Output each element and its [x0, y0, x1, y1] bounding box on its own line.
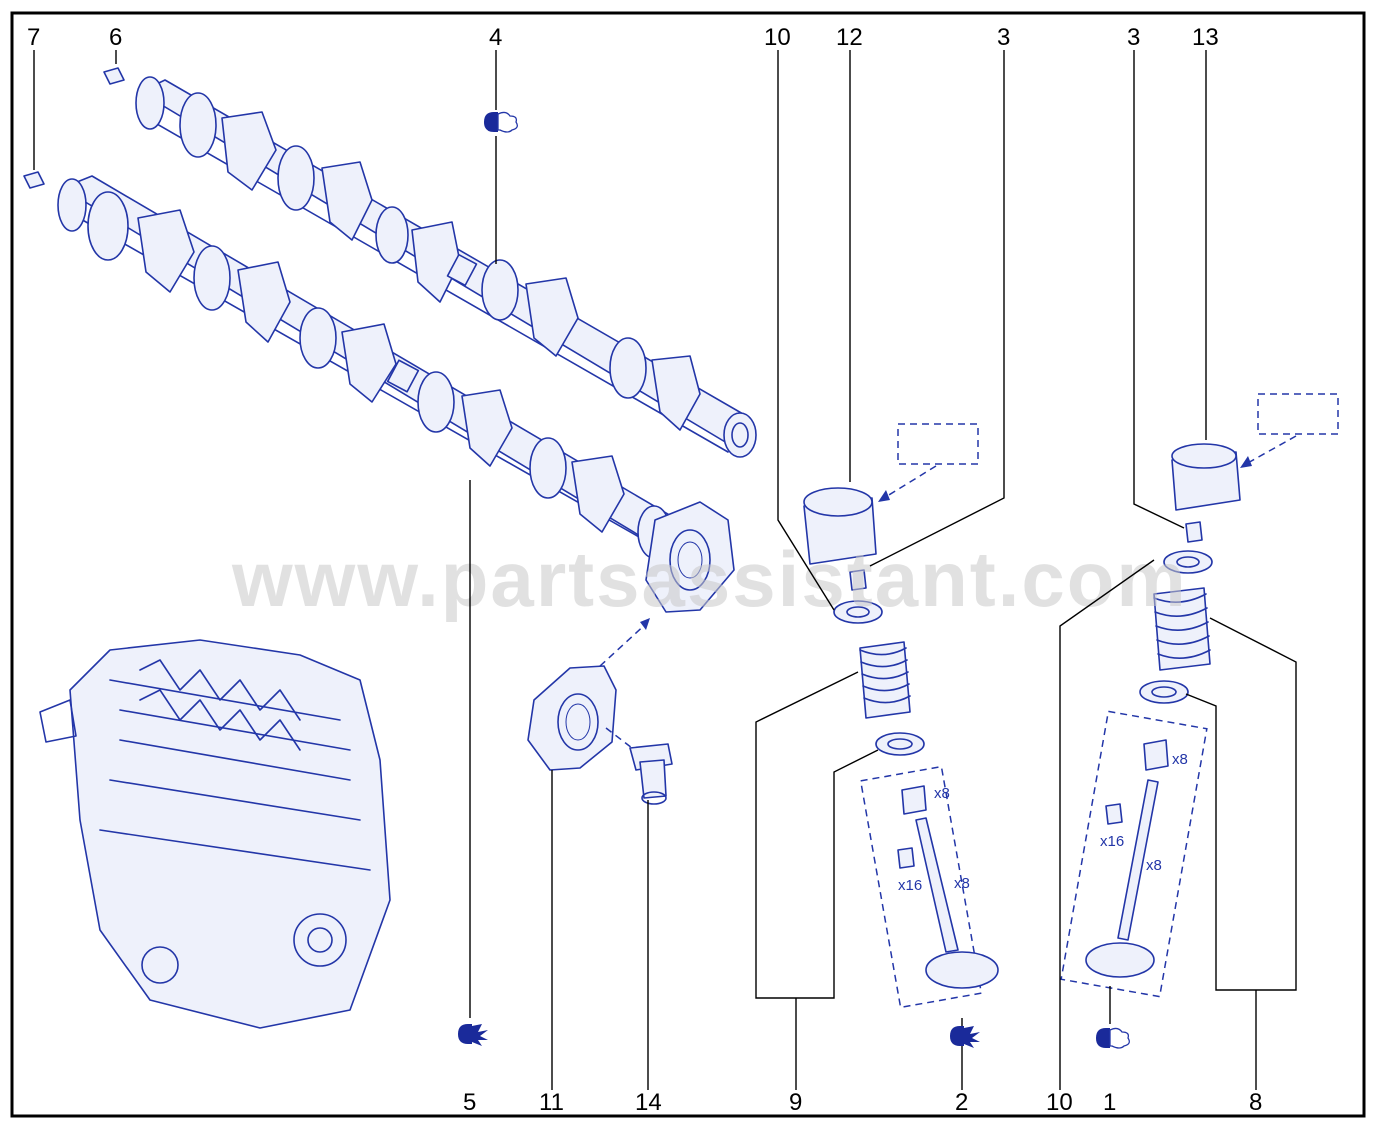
callout-11[interactable]: 11	[539, 1089, 564, 1116]
qty-right-seal: x8	[1172, 751, 1188, 768]
qty-right-valve: x8	[1146, 857, 1162, 874]
bucket-tappet-right[interactable]	[1171, 443, 1241, 511]
spring-seat-right[interactable]	[1139, 680, 1189, 704]
bucket-tappet-left[interactable]	[803, 487, 877, 565]
camshaft-target-wheel-upper[interactable]	[645, 501, 735, 613]
upper-camshaft[interactable]	[135, 76, 757, 458]
valve-keeper-left[interactable]	[897, 847, 915, 869]
callout-12[interactable]: 12	[836, 24, 863, 51]
callout-4[interactable]: 4	[489, 24, 502, 51]
spring-retainer-left[interactable]	[833, 600, 883, 624]
oil-icon	[484, 111, 518, 133]
callout-6[interactable]: 6	[109, 24, 122, 51]
callout-7[interactable]: 7	[27, 24, 40, 51]
watermark: www.partsassistant.com	[231, 535, 1188, 623]
callout-10-top[interactable]: 10	[764, 24, 791, 51]
diagram-frame	[10, 11, 1366, 1118]
valve-kit-box-left	[859, 765, 983, 1009]
camshaft-target-wheel-lower[interactable]	[527, 665, 617, 771]
callout-14[interactable]: 14	[635, 1089, 662, 1116]
target-wheel-arrow	[599, 621, 649, 667]
dowel-pin-7[interactable]	[23, 171, 45, 189]
valve-spring-left[interactable]	[859, 641, 911, 719]
callout-13[interactable]: 13	[1192, 24, 1219, 51]
callout-2[interactable]: 2	[955, 1089, 968, 1116]
callout-3-right[interactable]: 3	[1127, 24, 1140, 51]
target-wheel-bolt[interactable]	[605, 727, 673, 805]
callout-10-bottom[interactable]: 10	[1046, 1089, 1073, 1116]
valve-keeper-right[interactable]	[1105, 803, 1123, 825]
callout-9[interactable]: 9	[789, 1089, 802, 1116]
valve-stem-seal-right[interactable]	[1143, 739, 1169, 771]
valve-cotter-left[interactable]	[849, 569, 867, 591]
qty-left-seal: x8	[934, 785, 950, 802]
qty-left-keeper: x16	[898, 877, 922, 894]
spring-retainer-right[interactable]	[1163, 550, 1213, 574]
oil-icon	[1096, 1027, 1130, 1049]
callout-8[interactable]: 8	[1249, 1089, 1262, 1116]
spring-seat-left[interactable]	[875, 732, 925, 756]
valve-cotter-right[interactable]	[1185, 521, 1203, 543]
tappet-ref-box-left	[897, 423, 979, 465]
dowel-pin-6[interactable]	[103, 67, 125, 85]
intake-valve-right[interactable]	[1085, 779, 1159, 978]
engine-assembly-thumbnail	[39, 639, 391, 1029]
lower-camshaft[interactable]	[57, 175, 713, 573]
valve-spring-right[interactable]	[1153, 587, 1211, 671]
valve-stem-seal-left[interactable]	[901, 785, 927, 815]
exhaust-valve-left[interactable]	[915, 817, 999, 989]
qty-left-valve: x8	[954, 875, 970, 892]
target-wheel-arrowhead	[640, 618, 650, 630]
qty-right-keeper: x16	[1100, 833, 1124, 850]
callout-5[interactable]: 5	[463, 1089, 476, 1116]
grease-icon	[950, 1026, 980, 1048]
callout-1[interactable]: 1	[1103, 1089, 1116, 1116]
grease-icon	[458, 1024, 488, 1046]
callout-3-left[interactable]: 3	[997, 24, 1010, 51]
tappet-ref-box-right	[1257, 393, 1339, 435]
